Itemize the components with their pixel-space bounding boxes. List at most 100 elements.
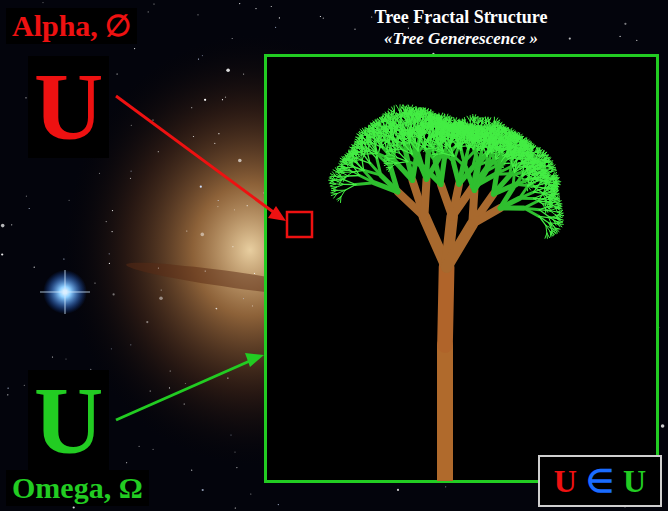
star — [34, 267, 35, 268]
star — [1, 224, 5, 228]
tree-branch — [340, 166, 346, 168]
tree-branch — [391, 167, 398, 192]
tree-branch — [368, 133, 374, 136]
star — [275, 27, 276, 28]
tree-branch — [381, 117, 385, 122]
tree-branch — [387, 167, 391, 170]
star — [243, 74, 244, 75]
tree-branch — [349, 158, 356, 159]
tree-branch — [394, 126, 396, 134]
tree-branch — [386, 167, 391, 168]
star-spikes — [40, 270, 90, 314]
tree-branch — [341, 176, 346, 178]
star — [131, 125, 132, 126]
tree-branch — [331, 186, 337, 188]
star — [73, 506, 75, 508]
tree-branch — [407, 122, 408, 127]
tree-branch — [385, 127, 389, 132]
star — [63, 258, 64, 259]
star — [25, 97, 26, 98]
tree-branch — [353, 145, 358, 148]
star — [222, 99, 223, 100]
tree-branch — [397, 162, 408, 164]
star — [152, 119, 153, 120]
tree-branch — [394, 106, 396, 113]
star — [232, 38, 233, 39]
tree-branch — [333, 187, 337, 191]
star — [153, 449, 154, 450]
tree-branch — [337, 190, 345, 193]
star — [278, 504, 279, 505]
tree-branch — [418, 151, 423, 167]
tree-branch — [331, 194, 337, 196]
star — [117, 73, 118, 74]
tree-branch — [411, 109, 413, 115]
tree-branch — [397, 143, 402, 149]
tree-branch — [418, 128, 421, 132]
tree-branch — [359, 139, 364, 142]
star — [200, 186, 202, 188]
tree-branch — [416, 108, 419, 114]
star — [113, 293, 115, 295]
tree-branch — [339, 172, 344, 175]
star — [202, 55, 203, 56]
tree-branch — [345, 185, 356, 191]
star — [139, 446, 140, 447]
tree-branch — [396, 115, 397, 121]
star — [29, 208, 30, 209]
tree-branch — [349, 158, 355, 161]
star — [1, 253, 3, 255]
tree-branch — [423, 148, 427, 149]
star — [186, 230, 187, 231]
star — [320, 16, 321, 17]
star — [169, 387, 170, 388]
star — [99, 173, 100, 174]
star — [159, 296, 163, 300]
star — [52, 356, 53, 357]
tree-branch — [410, 109, 412, 115]
tree-branch — [390, 150, 395, 153]
tree-branch — [336, 181, 344, 185]
tree-branch — [356, 163, 364, 171]
star — [201, 233, 205, 237]
tree-branch — [444, 114, 446, 120]
star — [234, 452, 235, 453]
star — [191, 107, 192, 108]
star — [158, 151, 159, 152]
star — [205, 271, 206, 272]
tree-branch — [388, 133, 393, 139]
tree-branch — [435, 121, 437, 126]
tree-branch — [337, 184, 344, 187]
star — [323, 18, 324, 19]
star — [204, 99, 206, 101]
tree-branch — [431, 122, 432, 127]
star — [26, 196, 27, 197]
star — [620, 36, 621, 37]
star — [239, 3, 240, 4]
star — [198, 59, 199, 60]
star — [227, 378, 228, 379]
star — [225, 97, 226, 98]
tree-branch — [341, 168, 346, 171]
star — [11, 224, 12, 225]
star — [69, 200, 70, 201]
tree-branch — [398, 120, 401, 128]
star — [624, 23, 626, 25]
star — [234, 209, 235, 210]
star — [218, 133, 219, 134]
star — [216, 308, 217, 309]
tree-branch — [329, 178, 335, 180]
tree-branch — [389, 161, 396, 164]
tree-branch — [388, 111, 392, 116]
tree-branch — [377, 159, 381, 176]
tree-branch — [449, 118, 453, 122]
star — [230, 434, 231, 435]
tree-branch — [329, 180, 335, 183]
tree-branch — [428, 110, 430, 117]
star — [202, 489, 204, 491]
fractal-tree — [329, 105, 564, 481]
tree-branch — [413, 127, 415, 132]
star — [218, 200, 219, 201]
tree-branch — [332, 187, 337, 189]
star — [106, 221, 107, 222]
